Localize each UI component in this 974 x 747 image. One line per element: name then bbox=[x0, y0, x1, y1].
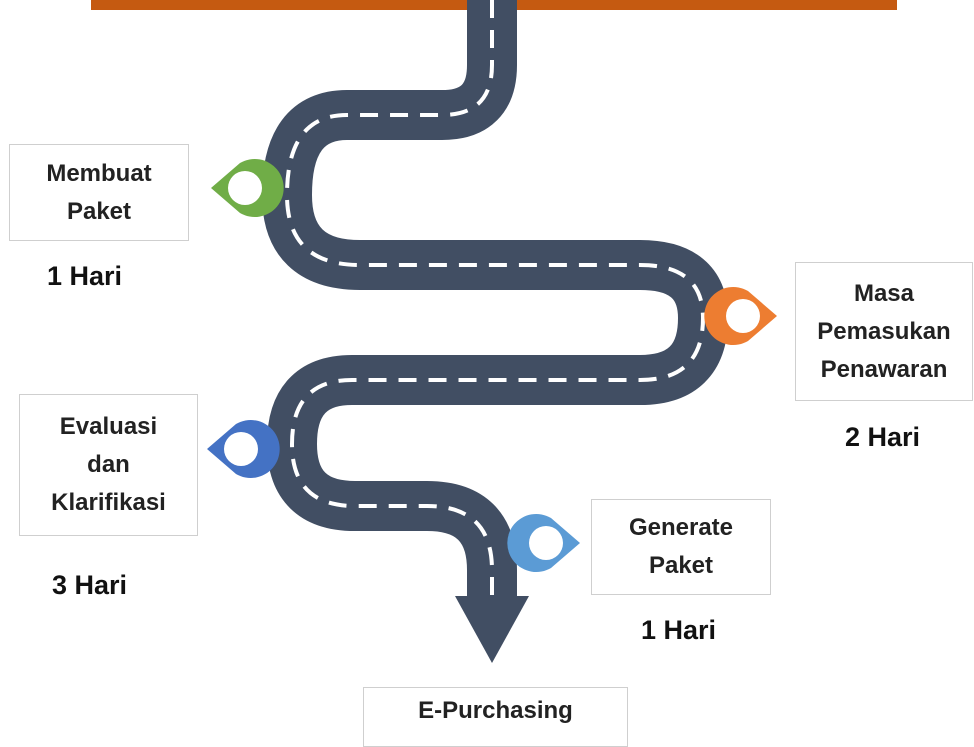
step-label-line: Evaluasi bbox=[59, 413, 158, 440]
step-label-line: Paket bbox=[648, 552, 714, 579]
step-box-evaluasi-dan-klarifikasi: Evaluasi dan Klarifikasi bbox=[19, 394, 198, 536]
marker-lightblue-icon bbox=[507, 514, 580, 572]
step-label-line: Penawaran bbox=[820, 355, 948, 383]
end-label: E-Purchasing bbox=[418, 697, 573, 724]
step-label-line: Pemasukan bbox=[817, 317, 951, 345]
step-label-line: Membuat bbox=[46, 159, 152, 187]
step-duration: 2 Hari bbox=[845, 422, 921, 452]
step-box-membuat-paket: Membuat Paket bbox=[9, 144, 189, 241]
step-duration: 1 Hari bbox=[47, 261, 123, 291]
road-center-dash bbox=[284, 0, 706, 610]
step-label-line: Generate bbox=[628, 514, 734, 541]
step-label-line: Paket bbox=[66, 197, 132, 225]
road-arrow-head bbox=[455, 596, 529, 663]
step-label-line: Klarifikasi bbox=[51, 489, 166, 516]
marker-green-icon bbox=[211, 159, 284, 218]
step-duration: 3 Hari bbox=[52, 570, 128, 600]
step-label-line: dan bbox=[87, 451, 130, 478]
end-box-e-purchasing: E-Purchasing bbox=[363, 687, 628, 747]
step-box-masa-pemasukan-penawaran: Masa Pemasukan Penawaran bbox=[795, 262, 973, 401]
step-label-line: Masa bbox=[853, 279, 915, 307]
step-box-generate-paket: Generate Paket bbox=[591, 499, 771, 595]
marker-blue-icon bbox=[207, 419, 280, 478]
marker-orange-icon bbox=[704, 287, 777, 345]
step-duration: 1 Hari bbox=[641, 615, 717, 645]
